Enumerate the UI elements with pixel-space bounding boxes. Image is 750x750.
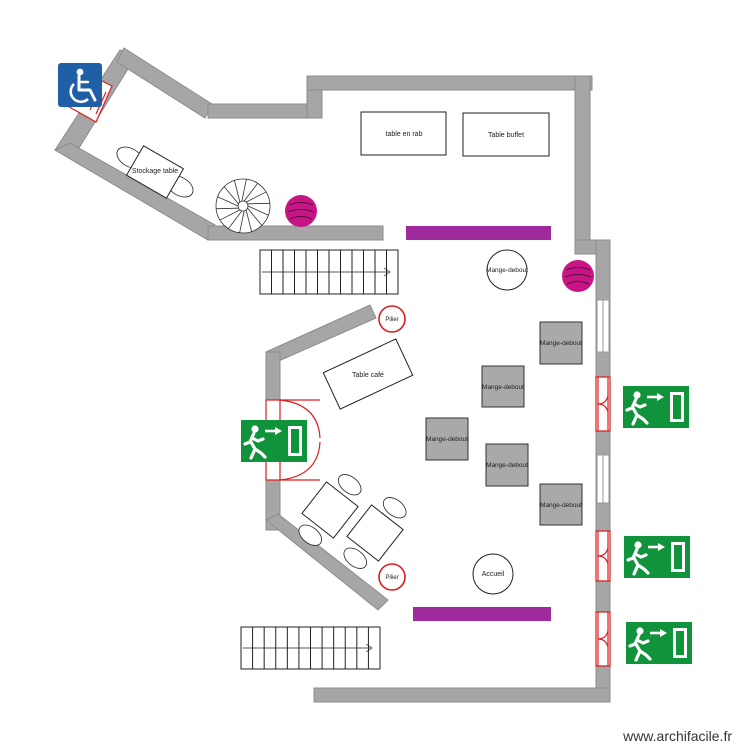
mange-debout-round: Mange-debout xyxy=(486,249,528,291)
wall-segment xyxy=(207,103,314,119)
banquette-bottom xyxy=(413,607,551,621)
stockage-table-label: Stockage table xyxy=(132,168,178,175)
wall-segment xyxy=(265,304,377,365)
table-cafe-label: Table café xyxy=(352,372,384,379)
table-buffet-label: Table buffet xyxy=(488,132,524,139)
emergency-exit-icon xyxy=(622,534,692,580)
door-right-2[interactable] xyxy=(595,530,611,582)
mange-debout-label: Mange-debout xyxy=(540,502,582,509)
pilier: Pilier xyxy=(378,305,406,333)
spiral-staircase-icon xyxy=(215,178,271,234)
door-right-1[interactable] xyxy=(595,376,611,432)
watermark: www.archifacile.fr xyxy=(623,728,732,744)
mange-debout-label: Mange-debout xyxy=(426,436,468,443)
mange-debout-label: Mange-debout xyxy=(486,267,528,274)
stairs-upper xyxy=(259,249,399,295)
pilier-label: Pilier xyxy=(385,575,398,581)
mange-debout-square: Mange-debout xyxy=(539,483,583,526)
stockage-table xyxy=(116,145,194,199)
mange-debout-label: Mange-debout xyxy=(482,384,524,391)
mange-debout-label: Mange-debout xyxy=(486,462,528,469)
table-group xyxy=(343,497,407,569)
mange-debout-square: Mange-debout xyxy=(481,365,525,408)
emergency-exit-icon xyxy=(621,384,691,430)
mange-debout-square: Mange-debout xyxy=(539,321,583,365)
accueil: Accueil xyxy=(472,553,514,595)
pouf xyxy=(285,195,317,227)
walls xyxy=(53,47,611,703)
wall-segment xyxy=(574,75,591,252)
table-cafe xyxy=(322,338,414,410)
wall-segment xyxy=(265,513,389,611)
emergency-exit-icon xyxy=(624,620,694,666)
stairs-lower xyxy=(240,626,381,670)
accessibility-icon xyxy=(58,63,102,107)
table-buffet: Table buffet xyxy=(462,112,550,157)
pilier: Pilier xyxy=(378,563,406,591)
table-en-rab-label: table en rab xyxy=(386,131,423,138)
pilier-label: Pilier xyxy=(385,317,398,323)
mange-debout-square: Mange-debout xyxy=(425,417,469,461)
wall-segment xyxy=(116,47,213,119)
table-group xyxy=(298,474,362,546)
table-en-rab: table en rab xyxy=(360,111,447,156)
banquettes xyxy=(406,226,551,621)
emergency-exit-icon xyxy=(239,418,309,464)
wall-segment xyxy=(306,75,593,91)
door-right-3[interactable] xyxy=(595,611,611,667)
wall-segment xyxy=(53,142,216,241)
pouf xyxy=(562,260,594,292)
wall-segment xyxy=(313,687,611,703)
mange-debout-square: Mange-debout xyxy=(485,443,529,487)
window-frames xyxy=(596,299,610,504)
wall-segment xyxy=(265,351,281,401)
accueil-label: Accueil xyxy=(482,571,505,578)
banquette-top xyxy=(406,226,551,240)
mange-debout-label: Mange-debout xyxy=(540,340,582,347)
